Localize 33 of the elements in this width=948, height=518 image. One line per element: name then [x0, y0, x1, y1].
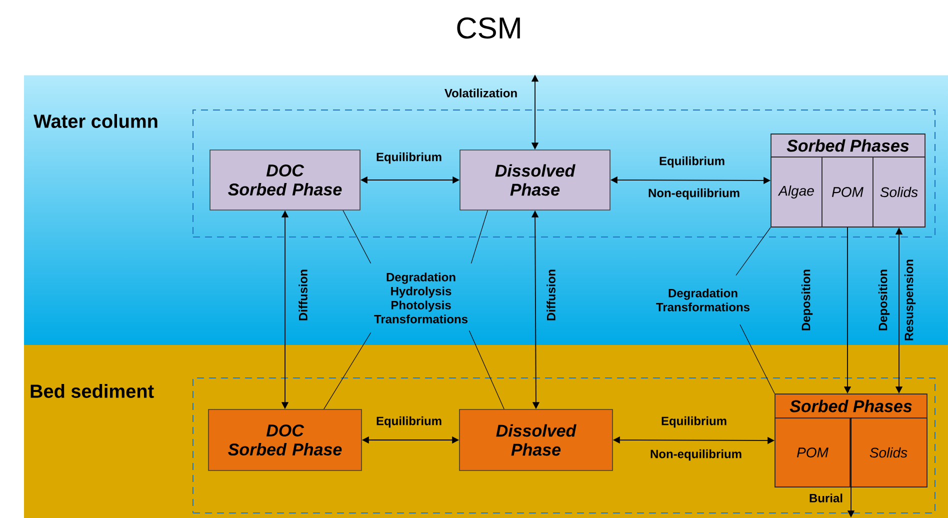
table-cell: POM	[774, 418, 850, 488]
edge-label: Equilibrium	[660, 156, 724, 168]
connector-line	[324, 332, 372, 410]
process-label: Non-equilibrium	[648, 188, 740, 200]
edge-label: Burial	[810, 494, 842, 502]
connector-line	[468, 330, 504, 410]
edge-label: Diffusion	[546, 270, 556, 320]
edge-label: Equilibrium	[662, 416, 726, 428]
connector-line	[470, 210, 488, 264]
edge-label: Equilibrium	[376, 416, 442, 428]
process-box: DOC Sorbed Phase	[208, 409, 362, 471]
title: CSM	[457, 17, 520, 39]
region-heading: Bed sediment	[30, 384, 154, 398]
process-text: Degradation Transformations	[656, 288, 750, 312]
edge-label: Volatilization	[444, 88, 517, 98]
process-box: DOC Sorbed Phase	[210, 150, 360, 210]
table-cell: Solids	[850, 418, 928, 488]
region-heading: Water column	[34, 114, 158, 128]
edge-label: Diffusion	[298, 270, 308, 320]
edge-label: Deposition	[878, 270, 890, 330]
connector-line	[342, 210, 372, 264]
edge-label: Equilibrium	[376, 152, 442, 164]
table-cell: Algae	[770, 156, 822, 228]
connector-line	[736, 227, 771, 276]
process-label: Resuspension	[904, 260, 916, 340]
table-cell: Solids	[872, 156, 926, 228]
process-box: Dissolved Phase	[460, 150, 610, 210]
table-cell: POM	[822, 156, 874, 228]
process-box: Dissolved Phase	[459, 409, 613, 471]
process-label: Non-equilibrium	[650, 449, 742, 461]
process-text: Degradation Hydrolysis Photolysis Transformations	[374, 272, 468, 324]
edge-label: Deposition	[801, 270, 813, 330]
connector-line	[740, 324, 775, 394]
